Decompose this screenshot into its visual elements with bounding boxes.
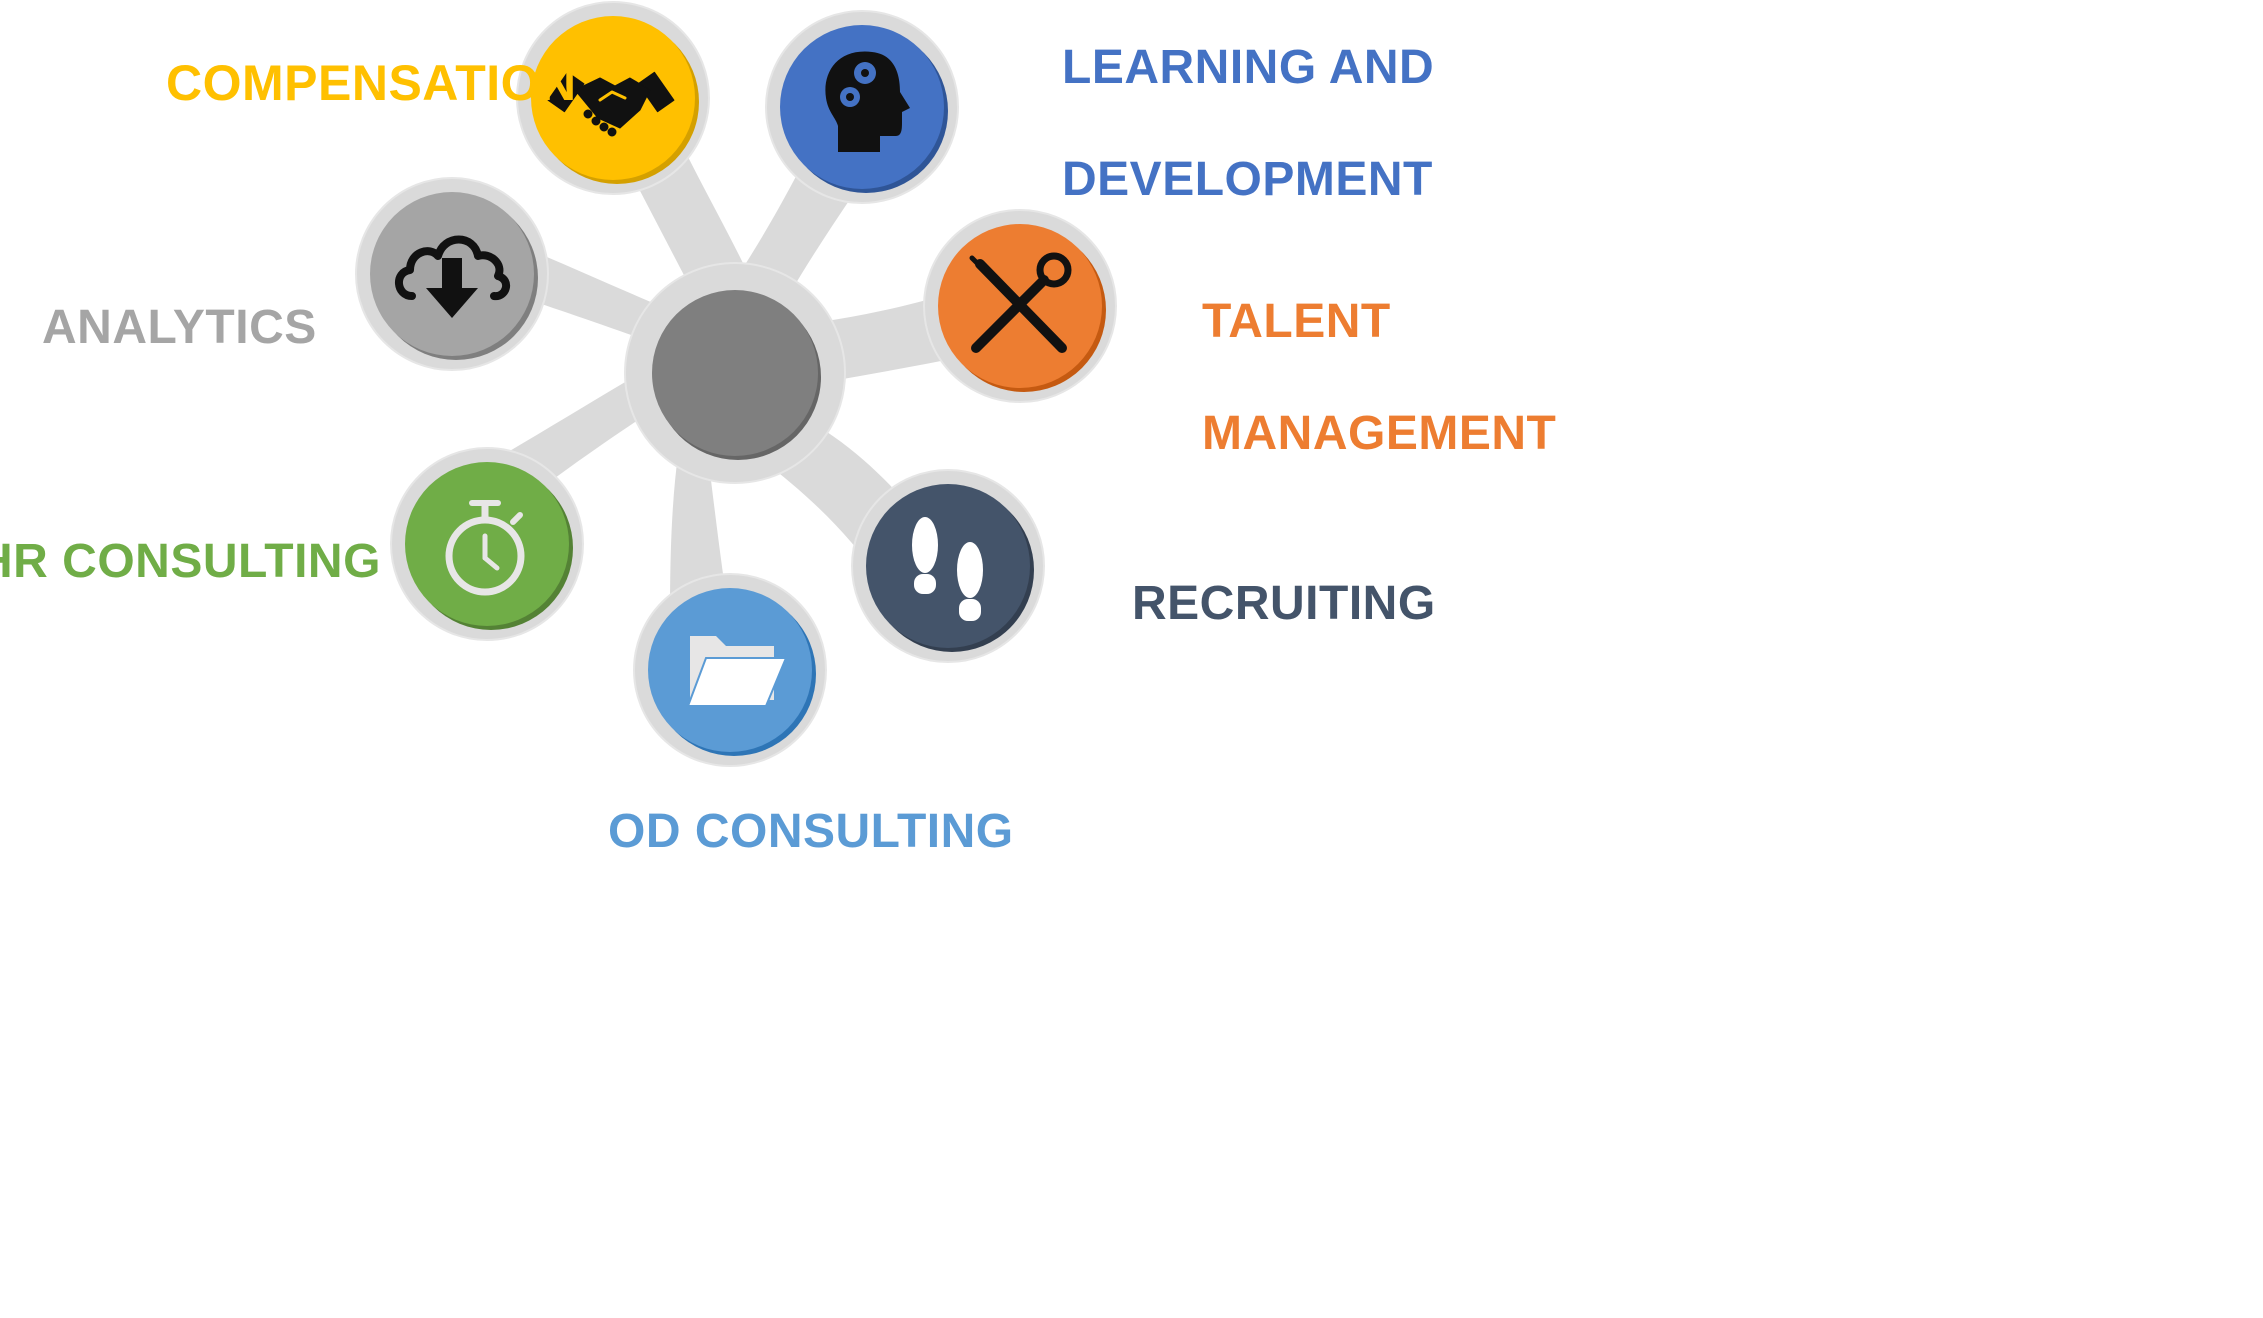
head-gears-icon [825,51,910,152]
od-consulting-label-text: OD CONSULTING [608,805,1014,858]
hr-consulting-node [405,462,573,630]
hr-consulting-label: HR CONSULTING [0,538,381,586]
hub-diagram-svg [355,1,1117,767]
footprints-icon [912,517,983,621]
talent-node [938,224,1106,392]
central-hub [652,290,821,460]
talent-label: TALENT MANAGEMENT [1202,298,1556,458]
learning-node [780,25,948,193]
recruiting-node [866,484,1034,652]
learning-label: LEARNING AND DEVELOPMENT [1062,44,1434,204]
analytics-label-text: ANALYTICS [42,301,317,354]
folder-icon [686,636,788,707]
handshake-icon [547,71,675,137]
recruiting-label-text: RECRUITING [1132,577,1436,630]
wrench-screwdriver-icon [969,252,1072,353]
cloud-download-icon [395,235,511,318]
compensation-label: COMPENSATION [166,58,577,108]
analytics-label: ANALYTICS [42,304,317,352]
hr-services-diagram: COMPENSATION LEARNING AND DEVELOPMENT TA… [0,0,1568,913]
hr-consulting-label-text: HR CONSULTING [0,535,381,588]
talent-label-line2: MANAGEMENT [1202,407,1557,460]
learning-label-line1: LEARNING AND [1062,41,1435,94]
compensation-label-text: COMPENSATION [166,55,577,111]
od-consulting-node [648,588,816,756]
talent-label-line1: TALENT [1202,295,1391,348]
analytics-node [370,192,538,360]
recruiting-label: RECRUITING [1132,580,1436,628]
od-consulting-label: OD CONSULTING [608,808,1014,856]
learning-label-line2: DEVELOPMENT [1062,153,1433,206]
compensation-node [531,16,699,184]
stopwatch-icon [445,500,525,596]
